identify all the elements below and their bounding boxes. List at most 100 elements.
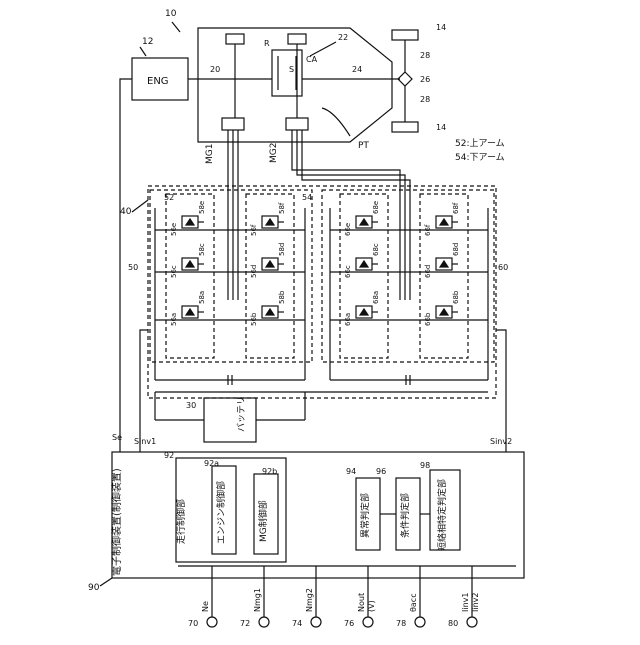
sensor-ref: 78: [396, 619, 406, 628]
mg1-top-box: [226, 34, 244, 44]
label-sinv2: Sinv2: [490, 437, 512, 446]
sensor-ref: 76: [344, 619, 354, 628]
sensor-label: Iinv1: [461, 593, 470, 612]
ref-40-leader: [132, 200, 148, 212]
ref-22: 22: [338, 33, 348, 42]
igbt-switch: 66e 68e: [344, 201, 380, 236]
transistor-ref: 66a: [344, 313, 352, 326]
diode-ref: 68d: [452, 243, 460, 256]
sensor-label: (V): [367, 600, 376, 612]
sensor-input: 80Iinv1Iinv2: [448, 566, 480, 628]
mg1-box: [222, 118, 244, 130]
ref-52: 52: [164, 193, 174, 202]
diode-symbol: [360, 219, 368, 225]
igbt-switch: 56f 58f: [250, 202, 286, 236]
mg1-cables: [228, 130, 238, 300]
transistor-ref: 56f: [250, 224, 258, 236]
diode-symbol: [266, 219, 274, 225]
ref-22-leader: [310, 42, 336, 56]
ref-94: 94: [346, 467, 356, 476]
sensor-terminal: [311, 617, 321, 627]
sinv1-wire: [140, 330, 148, 452]
sensor-label: Ne: [201, 601, 210, 612]
diode-ref: 68a: [372, 291, 380, 304]
diode-ref: 68f: [452, 202, 460, 214]
diode-symbol: [440, 219, 448, 225]
condition-label: 条件判定部: [399, 493, 411, 538]
sensor-terminal: [207, 617, 217, 627]
sensor-label: θacc: [409, 593, 418, 612]
label-ca: CA: [306, 55, 318, 64]
diode-ref: 58d: [278, 243, 286, 256]
igbt-switch: 66d 68d: [424, 243, 460, 278]
sensor-ref: 80: [448, 619, 458, 628]
transistor-ref: 56c: [170, 265, 178, 278]
ref-26: 26: [420, 75, 430, 84]
sensor-ref: 70: [188, 619, 198, 628]
transistor-ref: 66d: [424, 265, 432, 278]
sensor-input: 70Ne: [188, 566, 217, 628]
sensor-label: Nout: [357, 593, 366, 612]
diode-symbol: [360, 261, 368, 267]
ref-28-bottom: 28: [420, 95, 430, 104]
ref-60: 60: [498, 263, 508, 272]
ref-92a: 92a: [204, 459, 219, 468]
sensor-input: 78θacc: [396, 566, 425, 628]
diode-ref: 68c: [372, 243, 380, 256]
sensor-input: 72Nmg1: [240, 566, 269, 628]
run-control-label: 走行制御部: [175, 499, 187, 544]
mg2-box: [286, 118, 308, 130]
diode-symbol: [440, 309, 448, 315]
label-r: R: [264, 39, 270, 48]
ecu-box: [112, 452, 524, 578]
ref-24: 24: [352, 65, 362, 74]
mg-control-label: MG制御部: [257, 500, 269, 542]
label-sinv1: Sinv1: [134, 437, 156, 446]
sensor-ref: 74: [292, 619, 302, 628]
sensor-ref: 72: [240, 619, 250, 628]
diode-ref: 58b: [278, 290, 286, 304]
transistor-ref: 56a: [170, 313, 178, 326]
igbt-switch: 56d 58d: [250, 243, 286, 278]
igbt-switch: 56a 58a: [170, 291, 206, 326]
diode-symbol: [360, 309, 368, 315]
wheel-top: [392, 30, 418, 40]
diode-ref: 58e: [198, 201, 206, 214]
short-phase-label: 短絡相特定判定部: [436, 479, 448, 551]
diode-ref: 58f: [278, 202, 286, 214]
label-s: S: [289, 65, 294, 74]
engine-label: ENG: [147, 76, 169, 87]
ref-14-top: 14: [436, 23, 446, 32]
ref-40: 40: [120, 207, 132, 217]
transistor-ref: 66e: [344, 223, 352, 236]
sensor-terminal: [467, 617, 477, 627]
sinv2-wire: [496, 330, 506, 452]
battery-label: バッテリ: [236, 396, 247, 432]
abnormality-label: 異常判定部: [359, 493, 371, 538]
ref-20: 20: [210, 65, 220, 74]
mg2-top-box: [288, 34, 306, 44]
diode-ref: 58a: [198, 291, 206, 304]
ref-10-arrow: [172, 22, 180, 32]
transistor-ref: 56d: [250, 265, 258, 278]
transistor-ref: 66b: [424, 312, 432, 326]
ref-90-leader: [100, 578, 112, 586]
diode-symbol: [186, 219, 194, 225]
ref-10: 10: [165, 9, 177, 19]
sensor-label: Iinv2: [471, 593, 480, 612]
pt-housing: [198, 28, 392, 142]
mg1-label: MG1: [205, 144, 215, 164]
igbt-switch: 56e58e: [170, 201, 206, 236]
diode-ref: 68e: [372, 201, 380, 214]
sensor-input: 74Nmg2: [292, 566, 321, 628]
ref-96: 96: [376, 467, 386, 476]
ref-12: 12: [142, 37, 153, 47]
ref-14-bottom: 14: [436, 123, 446, 132]
battery-box: [204, 398, 256, 442]
transistor-ref: 66f: [424, 224, 432, 236]
ecu-title: 電子制御装置(制御装置): [110, 468, 123, 576]
ref-92b: 92b: [262, 467, 277, 476]
transistor-ref: 56b: [250, 312, 258, 326]
sensor-terminal: [259, 617, 269, 627]
